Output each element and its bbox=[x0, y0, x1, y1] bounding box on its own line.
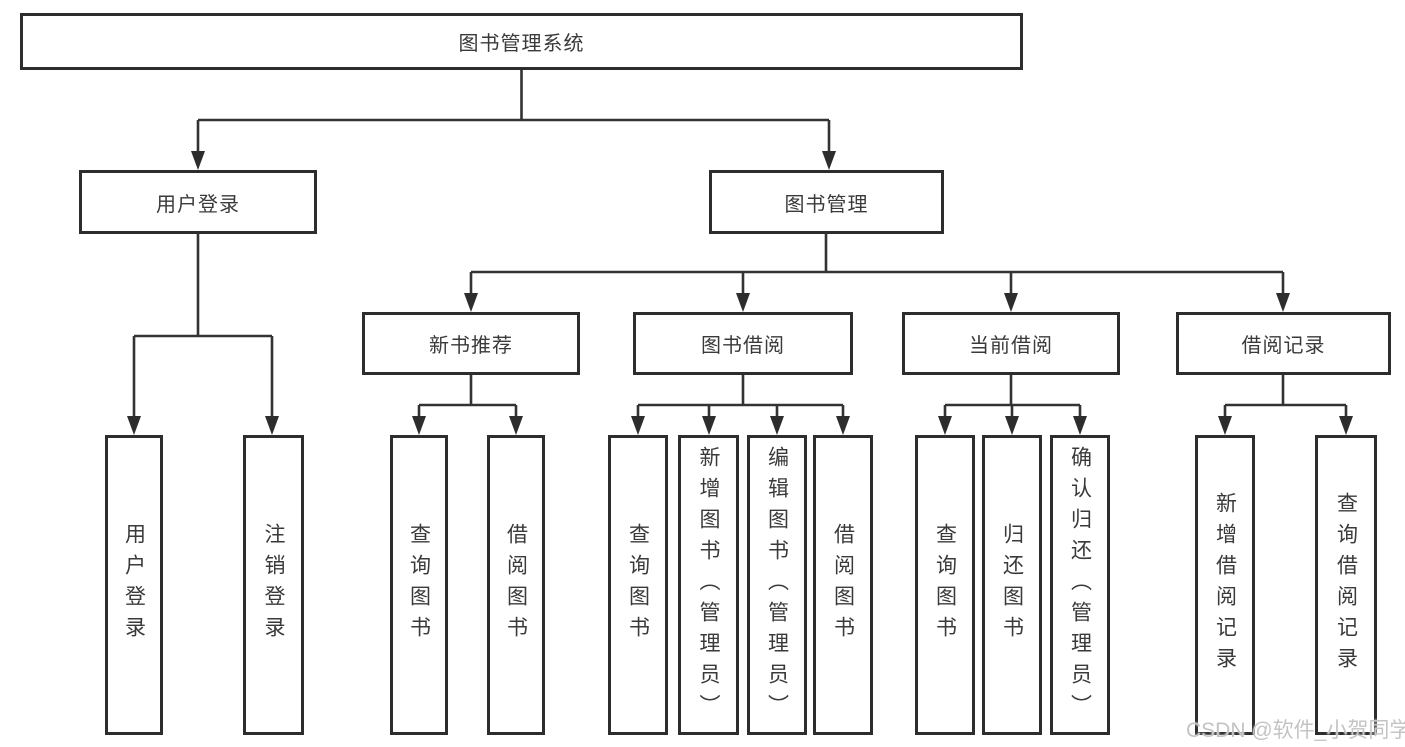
leaf-return-book: 归还图书 bbox=[982, 435, 1042, 735]
arrowhead bbox=[1004, 293, 1018, 312]
leaf-confirm-return-admin: 确认归还（管理员） bbox=[1050, 435, 1110, 735]
arrowhead bbox=[631, 416, 645, 435]
node-label: 确认归还（管理员） bbox=[1068, 445, 1092, 725]
leaf-query-borrow-record: 查询借阅记录 bbox=[1315, 435, 1377, 735]
node-borrow-records: 借阅记录 bbox=[1176, 312, 1391, 375]
connector-current-borrow bbox=[943, 375, 1082, 417]
connector-borrow-records bbox=[1223, 375, 1348, 417]
node-label: 新增图书（管理员） bbox=[697, 445, 720, 725]
connector-book-mgmt bbox=[469, 234, 1285, 294]
arrowhead bbox=[127, 416, 141, 435]
leaf-edit-book-admin: 编辑图书（管理员） bbox=[747, 435, 807, 735]
node-label: 图书管理 bbox=[784, 193, 869, 216]
node-new-book-recommend: 新书推荐 bbox=[362, 312, 580, 375]
arrowhead bbox=[464, 293, 478, 312]
node-label: 借阅图书 bbox=[831, 523, 855, 647]
arrowhead bbox=[509, 416, 523, 435]
arrowhead bbox=[1005, 416, 1019, 435]
node-label: 查询图书 bbox=[407, 523, 431, 647]
arrowhead bbox=[822, 151, 836, 170]
connector-new-book bbox=[417, 375, 518, 417]
leaf-borrow-book: 借阅图书 bbox=[813, 435, 873, 735]
leaf-borrow-book-newbook: 借阅图书 bbox=[487, 435, 545, 735]
node-label: 查询借阅记录 bbox=[1334, 492, 1358, 678]
arrowhead bbox=[191, 151, 205, 170]
node-library-system: 图书管理系统 bbox=[20, 13, 1023, 70]
node-label: 用户登录 bbox=[156, 193, 240, 216]
connector-book-borrow bbox=[636, 375, 845, 417]
node-label: 借阅图书 bbox=[504, 523, 528, 647]
arrowhead bbox=[1339, 416, 1353, 435]
connector-user-login bbox=[132, 234, 274, 417]
arrowhead bbox=[836, 416, 850, 435]
arrowhead bbox=[265, 416, 279, 435]
node-user-login: 用户登录 bbox=[79, 170, 317, 234]
node-label: 归还图书 bbox=[1000, 523, 1024, 647]
node-label: 编辑图书（管理员） bbox=[765, 445, 789, 725]
leaf-logout: 注销登录 bbox=[243, 435, 304, 735]
node-label: 查询图书 bbox=[933, 523, 957, 647]
leaf-query-book-borrow: 查询图书 bbox=[608, 435, 668, 735]
leaf-add-book-admin: 新增图书（管理员） bbox=[678, 435, 739, 735]
arrowhead bbox=[702, 416, 716, 435]
node-label: 图书借阅 bbox=[701, 335, 785, 357]
arrowhead bbox=[770, 416, 784, 435]
leaf-user-login: 用户登录 bbox=[105, 435, 163, 735]
arrowhead bbox=[1073, 416, 1087, 435]
node-book-management: 图书管理 bbox=[709, 170, 944, 234]
connector-root bbox=[196, 70, 831, 152]
arrowhead bbox=[736, 293, 750, 312]
arrowhead bbox=[412, 416, 426, 435]
node-label: 注销登录 bbox=[262, 523, 285, 647]
node-label: 图书管理系统 bbox=[458, 33, 585, 55]
leaf-query-book-current: 查询图书 bbox=[915, 435, 975, 735]
node-label: 当前借阅 bbox=[969, 335, 1053, 357]
node-current-borrow: 当前借阅 bbox=[902, 312, 1120, 375]
leaf-query-book-newbook: 查询图书 bbox=[390, 435, 448, 735]
arrowhead bbox=[938, 416, 952, 435]
node-label: 新书推荐 bbox=[429, 335, 513, 357]
node-book-borrow: 图书借阅 bbox=[633, 312, 853, 375]
csdn-watermark: CSDN @软件_小贺同学 bbox=[1186, 719, 1405, 742]
node-label: 查询图书 bbox=[626, 523, 650, 647]
node-label: 借阅记录 bbox=[1241, 335, 1326, 357]
leaf-add-borrow-record: 新增借阅记录 bbox=[1195, 435, 1255, 735]
node-label: 用户登录 bbox=[122, 523, 146, 647]
node-label: 新增借阅记录 bbox=[1213, 492, 1237, 678]
arrowhead bbox=[1276, 293, 1290, 312]
arrowhead bbox=[1218, 416, 1232, 435]
